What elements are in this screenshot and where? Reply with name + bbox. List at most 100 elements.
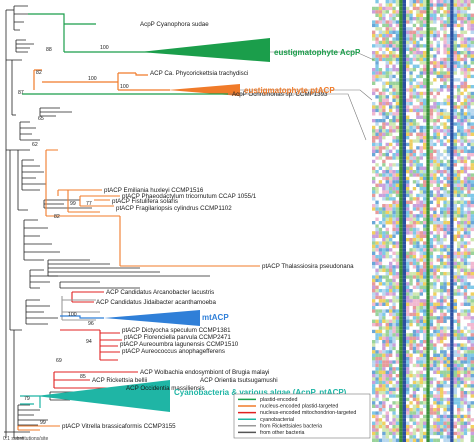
alignment-cell bbox=[460, 272, 464, 276]
alignment-cell bbox=[392, 363, 396, 368]
alignment-cell bbox=[470, 309, 474, 313]
alignment-cell bbox=[416, 132, 420, 136]
alignment-cell bbox=[440, 295, 444, 300]
alignment-cell bbox=[399, 204, 403, 208]
alignment-cell bbox=[460, 380, 464, 385]
alignment-cell bbox=[467, 234, 471, 238]
alignment-cell bbox=[453, 142, 457, 147]
alignment-cell bbox=[446, 0, 451, 4]
alignment-cell bbox=[457, 418, 461, 422]
alignment-cell bbox=[399, 343, 403, 347]
alignment-cell bbox=[423, 367, 427, 371]
alignment-cell bbox=[429, 61, 434, 65]
alignment-cell bbox=[423, 289, 427, 293]
alignment-cell bbox=[399, 329, 403, 334]
alignment-cell bbox=[385, 336, 389, 340]
alignment-cell bbox=[443, 227, 447, 232]
alignment-cell bbox=[450, 360, 454, 364]
alignment-cell bbox=[419, 119, 423, 123]
alignment-cell bbox=[433, 149, 437, 153]
alignment-cell bbox=[409, 119, 413, 123]
alignment-cell bbox=[436, 350, 440, 354]
alignment-cell bbox=[470, 217, 474, 221]
alignment-cell bbox=[467, 74, 471, 79]
alignment-cell bbox=[429, 384, 434, 388]
alignment-cell bbox=[457, 57, 461, 62]
alignment-cell bbox=[453, 363, 457, 368]
alignment-cell bbox=[470, 190, 474, 194]
alignment-cell bbox=[460, 374, 464, 378]
alignment-cell bbox=[419, 132, 423, 136]
alignment-cell bbox=[399, 435, 403, 439]
alignment-cell bbox=[416, 91, 420, 96]
alignment-cell bbox=[409, 156, 413, 160]
alignment-cell bbox=[412, 71, 417, 75]
alignment-cell bbox=[450, 312, 454, 317]
alignment-cell bbox=[429, 289, 434, 293]
alignment-cell bbox=[382, 146, 386, 150]
alignment-cell bbox=[389, 40, 393, 45]
alignment-cell bbox=[412, 251, 417, 255]
alignment-cell bbox=[392, 210, 396, 215]
alignment-cell bbox=[450, 370, 454, 374]
alignment-cell bbox=[450, 329, 454, 334]
alignment-cell bbox=[372, 85, 376, 89]
alignment-cell bbox=[392, 0, 396, 4]
alignment-cell bbox=[372, 180, 376, 184]
alignment-cell bbox=[419, 329, 423, 334]
alignment-cell bbox=[440, 91, 444, 96]
alignment-cell bbox=[392, 159, 396, 164]
alignment-cell bbox=[426, 319, 430, 323]
alignment-cell bbox=[406, 329, 410, 334]
alignment-cell bbox=[446, 238, 451, 242]
alignment-cell bbox=[453, 136, 457, 140]
alignment-cell bbox=[412, 98, 417, 102]
alignment-cell bbox=[460, 357, 464, 361]
alignment-cell bbox=[372, 204, 376, 208]
alignment-cell bbox=[463, 414, 468, 419]
alignment-cell bbox=[467, 132, 471, 136]
alignment-cell bbox=[392, 78, 396, 82]
alignment-cell bbox=[423, 193, 427, 198]
alignment-cell bbox=[470, 153, 474, 157]
alignment-cell bbox=[429, 363, 434, 368]
alignment-cell bbox=[450, 435, 454, 439]
alignment-cell bbox=[450, 224, 454, 228]
alignment-cell bbox=[409, 299, 413, 303]
alignment-cell bbox=[409, 210, 413, 215]
alignment-cell bbox=[453, 119, 457, 123]
alignment-cell bbox=[392, 336, 396, 340]
alignment-cell bbox=[399, 183, 403, 187]
alignment-cell bbox=[457, 54, 461, 58]
alignment-cell bbox=[412, 105, 417, 109]
alignment-cell bbox=[406, 136, 410, 140]
alignment-cell bbox=[395, 23, 400, 28]
alignment-cell bbox=[392, 214, 396, 218]
alignment-cell bbox=[385, 98, 389, 102]
alignment-cell bbox=[395, 272, 400, 276]
alignment-cell bbox=[467, 34, 471, 38]
alignment-cell bbox=[467, 3, 471, 7]
alignment-cell bbox=[470, 102, 474, 106]
alignment-cell bbox=[429, 27, 434, 31]
alignment-cell bbox=[395, 119, 400, 123]
alignment-cell bbox=[402, 10, 406, 14]
alignment-cell bbox=[423, 197, 427, 201]
alignment-cell bbox=[467, 200, 471, 204]
alignment-cell bbox=[463, 326, 468, 330]
alignment-cell bbox=[378, 34, 383, 38]
alignment-cell bbox=[372, 108, 376, 113]
alignment-cell bbox=[385, 23, 389, 28]
alignment-cell bbox=[412, 340, 417, 344]
alignment-cell bbox=[426, 217, 430, 221]
alignment-cell bbox=[399, 261, 403, 266]
alignment-cell bbox=[450, 115, 454, 119]
alignment-cell bbox=[416, 231, 420, 235]
alignment-cell bbox=[463, 71, 468, 75]
alignment-cell bbox=[416, 0, 420, 4]
alignment-cell bbox=[378, 360, 383, 364]
alignment-cell bbox=[440, 231, 444, 235]
alignment-cell bbox=[443, 27, 447, 31]
alignment-cell bbox=[372, 13, 376, 17]
alignment-cell bbox=[460, 346, 464, 351]
